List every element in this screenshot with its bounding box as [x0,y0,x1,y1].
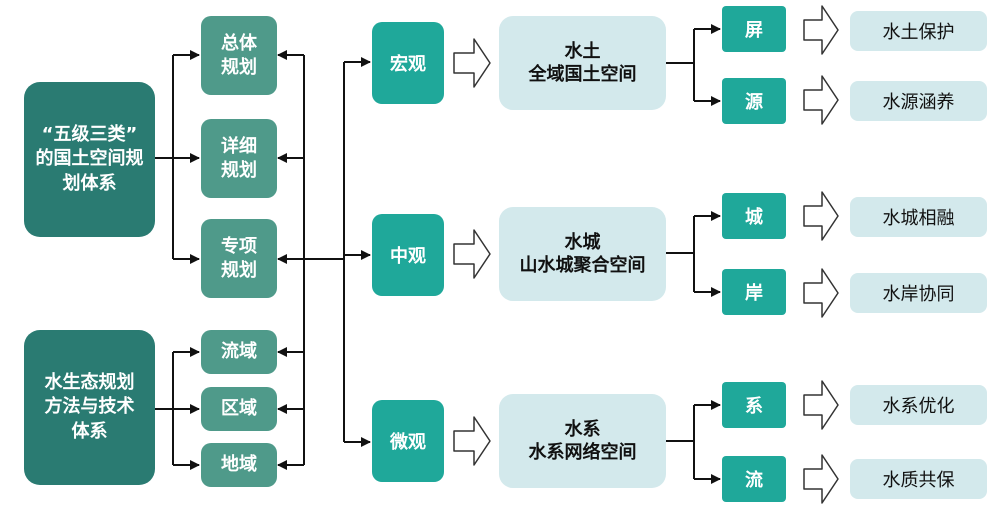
hollow-arrow-icon [803,380,839,430]
outcome-shore-coordination: 水岸协同 [850,273,987,313]
element-source: 源 [722,78,786,124]
hollow-arrow-icon [803,191,839,241]
space-river: 水系水系网络空间 [499,394,666,488]
scale-meso: 中观 [372,214,444,296]
space-city-subtitle: 山水城聚合空间 [519,255,646,276]
scale-micro: 微观 [372,400,444,482]
plan-type-detailed: 详细 规划 [201,119,277,198]
outcome-water-conservation: 水源涵养 [850,81,987,121]
hollow-arrow-icon [803,5,839,55]
hollow-arrow-icon [803,75,839,125]
scale-macro: 宏观 [372,22,444,104]
hollow-arrow-icon [453,416,491,466]
hollow-arrow-icon [453,229,491,279]
space-land: 水土全域国土空间 [499,16,666,110]
hollow-arrow-icon [803,454,839,504]
hollow-arrow-icon [803,268,839,318]
water-ecology-planning-system: 水生态规划 方法与技术 体系 [24,330,155,485]
space-land-title: 水土 [564,40,601,62]
outcome-river-optimization: 水系优化 [850,385,987,425]
national-planning-system: “五级三类” 的国土空间规 划体系 [24,82,155,237]
domain-basin: 流域 [201,330,277,374]
space-city-title: 水城 [564,231,601,253]
plan-type-master: 总体 规划 [201,16,277,95]
element-flow: 流 [722,456,786,502]
outcome-soil-protection: 水土保护 [850,11,987,51]
outcome-water-quality: 水质共保 [850,459,987,499]
element-barrier: 屏 [722,6,786,52]
domain-locality: 地域 [201,443,277,487]
outcome-water-city-integration: 水城相融 [850,197,987,237]
space-city: 水城山水城聚合空间 [499,207,666,301]
hollow-arrow-icon [453,38,491,88]
domain-region: 区域 [201,387,277,431]
element-shore: 岸 [722,269,786,315]
element-city: 城 [722,193,786,239]
space-river-title: 水系 [564,418,601,440]
element-system: 系 [722,382,786,428]
space-land-subtitle: 全域国土空间 [528,64,637,85]
space-river-subtitle: 水系网络空间 [528,442,637,463]
plan-type-special: 专项 规划 [201,219,277,298]
